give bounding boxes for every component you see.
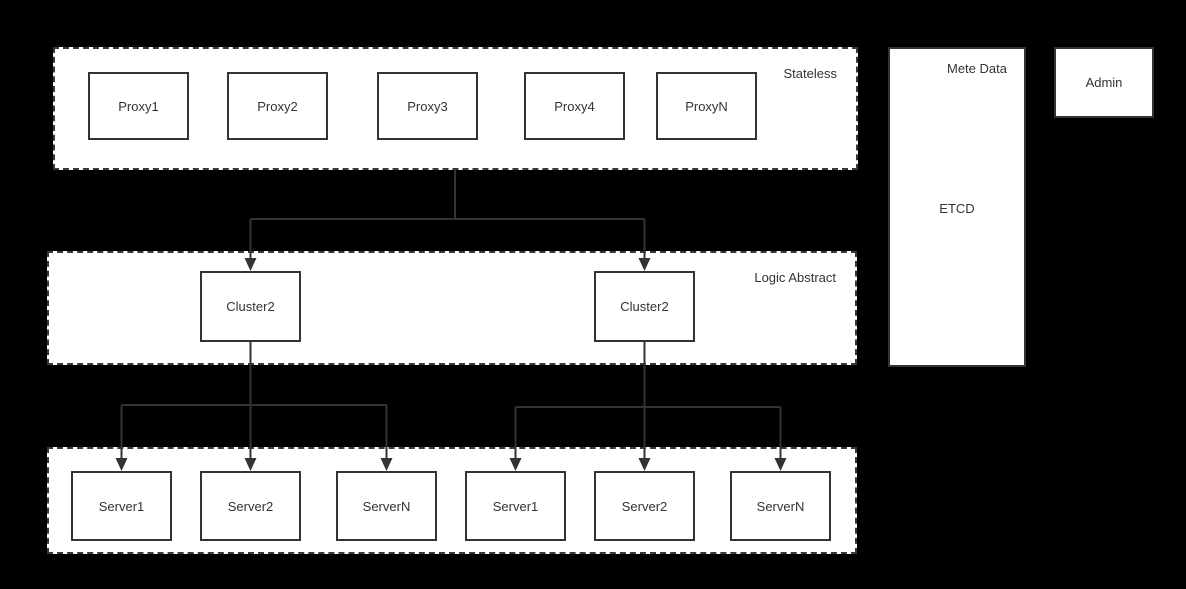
node-proxy3: Proxy3 [377,72,478,140]
node-cluster-2: Cluster2 [594,271,695,342]
node-server1-b: Server1 [465,471,566,541]
servers-group [47,447,857,554]
etcd-label: ETCD [939,201,975,216]
logic-abstract-group-label: Logic Abstract [754,270,836,285]
node-server2-b: Server2 [594,471,695,541]
node-proxyn: ProxyN [656,72,757,140]
node-server1-a: Server1 [71,471,172,541]
meta-data-box: Mete Data ETCD [888,47,1026,367]
stateless-group-label: Stateless [783,66,837,81]
node-proxy1: Proxy1 [88,72,189,140]
node-proxy2: Proxy2 [227,72,328,140]
logic-abstract-group: Logic Abstract [47,251,857,365]
node-cluster-1: Cluster2 [200,271,301,342]
node-proxy4: Proxy4 [524,72,625,140]
node-servern-b: ServerN [730,471,831,541]
admin-box: Admin [1054,47,1154,118]
admin-label: Admin [1085,75,1123,90]
node-server2-a: Server2 [200,471,301,541]
meta-data-title: Mete Data [947,61,1007,76]
node-servern-a: ServerN [336,471,437,541]
